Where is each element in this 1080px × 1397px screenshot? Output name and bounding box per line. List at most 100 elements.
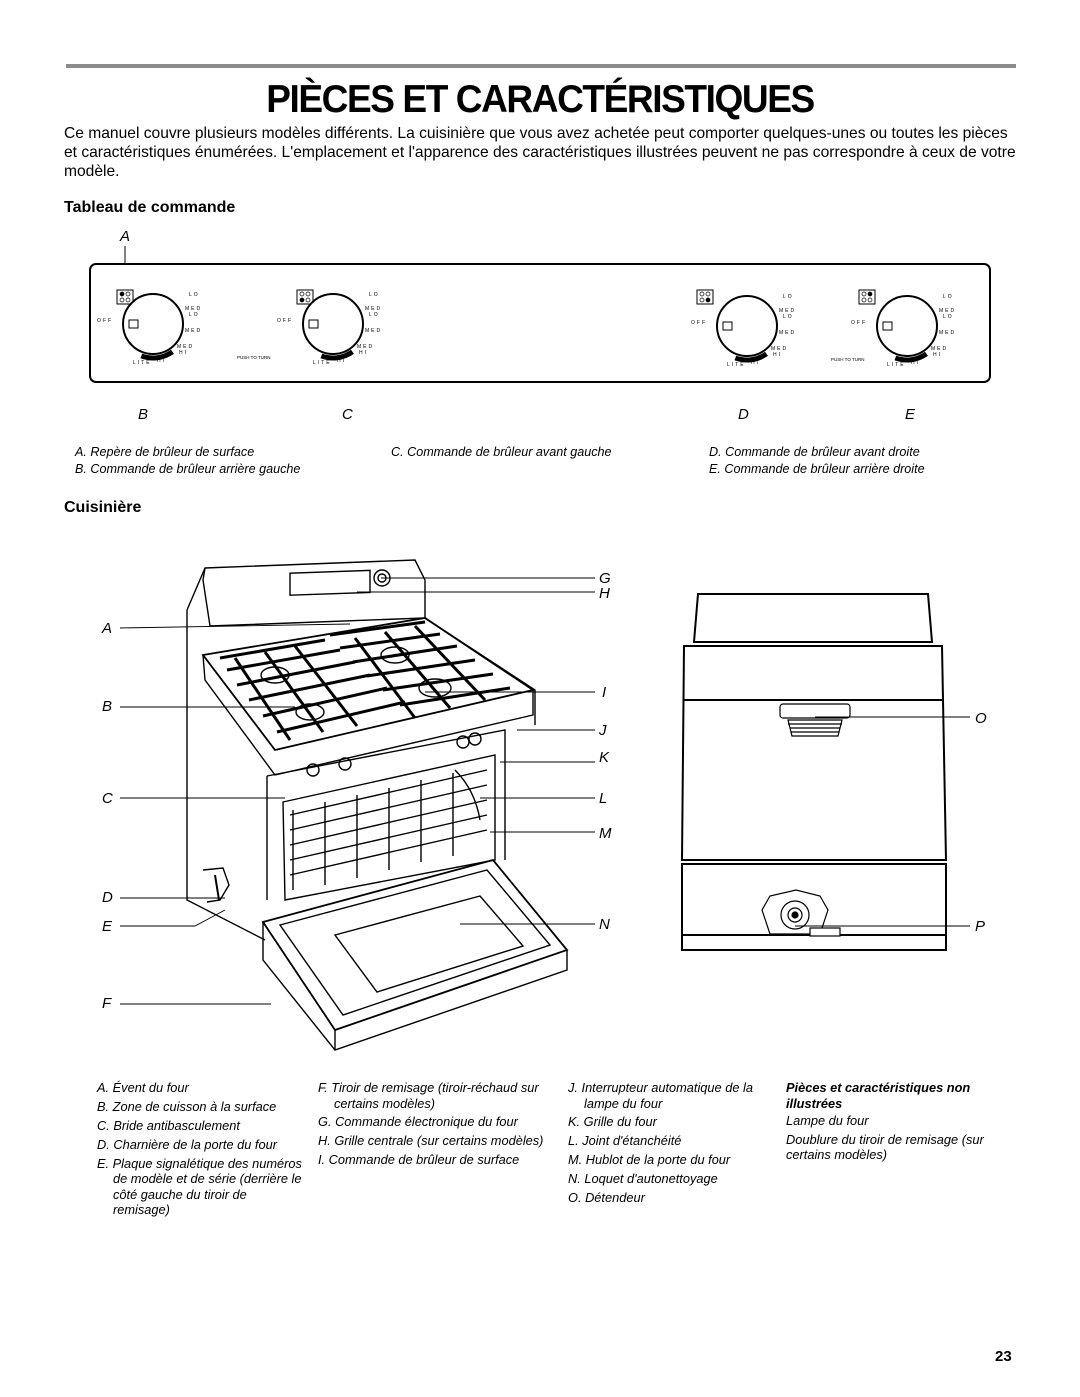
legend-col-2: F. Tiroir de remisage (tiroir-réchaud su… bbox=[318, 1080, 548, 1171]
knob-label-med: MED bbox=[365, 306, 382, 312]
range-label-o: O bbox=[975, 710, 987, 727]
push-to-turn-label: PUSH TO TURN bbox=[237, 355, 271, 360]
legend-item: B. Zone de cuisson à la surface bbox=[97, 1098, 277, 1114]
legend-heading: Pièces et caractéristiques non illustrée… bbox=[786, 1080, 971, 1111]
knob-label-lo: LO bbox=[943, 294, 954, 300]
knob-label-off: OFF bbox=[851, 320, 867, 326]
push-to-turn-label: PUSH TO TURN bbox=[831, 357, 865, 362]
legend-item: J. Interrupteur automatique de la lampe … bbox=[568, 1080, 753, 1111]
knob-label-med: MED bbox=[931, 346, 948, 352]
knob-label-med: MED bbox=[185, 328, 202, 334]
range-heading: Cuisinière bbox=[64, 499, 142, 516]
legend-item: F. Tiroir de remisage (tiroir-réchaud su… bbox=[318, 1080, 539, 1111]
knob-label-hi: HI bbox=[179, 350, 188, 356]
knob-label-med: MED bbox=[771, 346, 788, 352]
panel-caption-b: B. Commande de brûleur arrière gauche bbox=[75, 462, 301, 476]
burner-dot-icon bbox=[125, 297, 131, 303]
page-number: 23 bbox=[995, 1348, 1012, 1365]
knob-pointer bbox=[308, 319, 319, 329]
knob-label-lo: LO bbox=[783, 314, 794, 320]
knob-label-lo: LO bbox=[943, 314, 954, 320]
knob-pointer bbox=[882, 321, 893, 331]
legend-item: Lampe du four bbox=[786, 1113, 869, 1128]
burner-knob bbox=[876, 295, 938, 357]
legend-item: C. Bride antibasculement bbox=[97, 1117, 240, 1133]
knob-label-med: MED bbox=[779, 330, 796, 336]
knob-pointer bbox=[722, 321, 733, 331]
panel-label-b: B bbox=[138, 406, 149, 423]
flame-arc bbox=[734, 351, 768, 363]
page-title: PIÈCES ET CARACTÉRISTIQUES bbox=[266, 78, 815, 121]
flame-arc bbox=[894, 351, 928, 363]
burner-knob bbox=[716, 295, 778, 357]
legend-item: M. Hublot de la porte du four bbox=[568, 1152, 731, 1168]
legend-col-4: Pièces et caractéristiques non illustrée… bbox=[786, 1080, 986, 1166]
range-label-m: M bbox=[599, 825, 612, 842]
panel-label-a: A bbox=[120, 228, 131, 245]
panel-label-c: C bbox=[342, 406, 353, 423]
range-label-a: A bbox=[102, 620, 113, 637]
knob-label-lo: LO bbox=[189, 292, 200, 298]
legend-item: L. Joint d'étanchéité bbox=[568, 1133, 682, 1149]
knob-label-lo: LO bbox=[189, 312, 200, 318]
burner-dot-icon bbox=[705, 291, 711, 297]
legend-col-1: A. Évent du four B. Zone de cuisson à la… bbox=[97, 1080, 302, 1221]
knob-label-hi: HI bbox=[933, 352, 942, 358]
burner-dot-icon bbox=[705, 297, 711, 303]
knob-pointer bbox=[128, 319, 139, 329]
panel-caption-a: A. Repère de brûleur de surface bbox=[75, 445, 255, 459]
burner-indicator-icon bbox=[858, 289, 876, 305]
range-label-e: E bbox=[102, 918, 113, 935]
range-label-j: J bbox=[599, 722, 607, 739]
range-label-h: H bbox=[599, 585, 610, 602]
knob-label-hi: HI bbox=[773, 352, 782, 358]
knob-label-med: MED bbox=[357, 344, 374, 350]
knob-label-hi: HI bbox=[157, 358, 166, 364]
panel-label-d: D bbox=[738, 406, 749, 423]
burner-dot-icon bbox=[699, 291, 705, 297]
burner-dot-icon bbox=[119, 297, 125, 303]
knob-label-lo: LO bbox=[369, 292, 380, 298]
knob-label-med: MED bbox=[779, 308, 796, 314]
burner-dot-icon bbox=[867, 291, 873, 297]
range-label-d: D bbox=[102, 889, 113, 906]
legend-item: Doublure du tiroir de remisage (sur cert… bbox=[786, 1131, 984, 1163]
burner-dot-icon bbox=[867, 297, 873, 303]
knob-label-off: OFF bbox=[97, 318, 113, 324]
burner-dot-icon bbox=[305, 291, 311, 297]
range-illustration bbox=[119, 559, 595, 1051]
knob-label-lo: LO bbox=[369, 312, 380, 318]
legend-item: D. Charnière de la porte du four bbox=[97, 1136, 277, 1152]
panel-caption-d: D. Commande de brûleur avant droite bbox=[709, 445, 920, 459]
burner-dot-icon bbox=[699, 297, 705, 303]
burner-dot-icon bbox=[305, 297, 311, 303]
knob-label-lite: LITE bbox=[887, 362, 906, 368]
legend-item: K. Grille du four bbox=[568, 1114, 657, 1130]
knob-label-hi: HI bbox=[911, 360, 920, 366]
knob-label-lite: LITE bbox=[313, 360, 332, 366]
range-label-g: G bbox=[599, 570, 611, 587]
burner-dot-icon bbox=[861, 297, 867, 303]
range-label-i: I bbox=[602, 684, 607, 701]
range-label-f: F bbox=[102, 995, 112, 1012]
burner-indicator-icon bbox=[116, 289, 134, 305]
legend-item: E. Plaque signalétique des numéros de mo… bbox=[97, 1155, 302, 1218]
knob-label-med: MED bbox=[365, 328, 382, 334]
knob-label-lite: LITE bbox=[727, 362, 746, 368]
range-label-k: K bbox=[599, 749, 610, 766]
intro-paragraph: Ce manuel couvre plusieurs modèles diffé… bbox=[64, 125, 1016, 180]
panel-label-e: E bbox=[905, 406, 916, 423]
knob-label-med: MED bbox=[177, 344, 194, 350]
knob-label-hi: HI bbox=[337, 358, 346, 364]
burner-indicator-icon bbox=[696, 289, 714, 305]
burner-knob bbox=[302, 293, 364, 355]
legend-item: H. Grille centrale (sur certains modèles… bbox=[318, 1133, 544, 1149]
flame-arc bbox=[140, 349, 174, 361]
legend-item: N. Loquet d'autonettoyage bbox=[568, 1171, 718, 1187]
knob-label-lo: LO bbox=[783, 294, 794, 300]
knob-label-med: MED bbox=[185, 306, 202, 312]
legend-item: O. Détendeur bbox=[568, 1189, 645, 1205]
knob-label-hi: HI bbox=[751, 360, 760, 366]
legend-item: G. Commande électronique du four bbox=[318, 1114, 518, 1130]
